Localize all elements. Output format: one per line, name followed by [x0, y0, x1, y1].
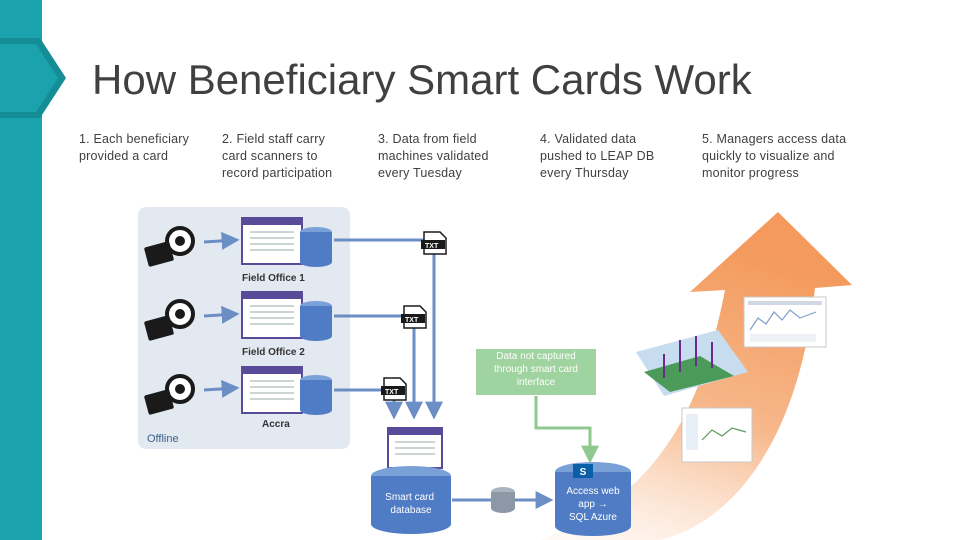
dashboard-thumbnail-1 — [743, 296, 827, 348]
callout-box — [476, 349, 596, 395]
svg-text:Smart card database: Smart card database — [385, 492, 437, 516]
svg-text:TXT: TXT — [425, 243, 439, 250]
card-scan-row-1 — [144, 226, 240, 267]
step-4-text: 4. Validated data pushed to LEAP DB ever… — [540, 132, 655, 180]
txt-file-icon-2: TXT — [401, 305, 427, 329]
access-app-line-3: SQL Azure — [569, 512, 617, 523]
svg-text:TXT: TXT — [385, 389, 399, 396]
smart-card-db-label: Smart card — [385, 492, 434, 503]
server-icon — [491, 487, 515, 513]
field-office-2-label: Field Office 2 — [242, 347, 305, 358]
field-office-1-station: Field Office 1 — [241, 217, 332, 284]
txt-file-icon-1: TXT — [421, 231, 447, 255]
callout-arrow — [534, 396, 599, 464]
step-2-text: 2. Field staff carry card scanners to re… — [222, 132, 333, 180]
card-scan-row-3 — [144, 374, 240, 415]
offline-label: Offline — [147, 433, 179, 445]
svg-text:TXT: TXT — [405, 317, 419, 324]
field-office-1-label: Field Office 1 — [242, 273, 305, 284]
smart-card-db-label-line-2: database — [390, 505, 432, 516]
accra-label: Accra — [262, 419, 290, 430]
dashboard-thumbnail-2 — [636, 330, 748, 396]
sharepoint-icon: S — [580, 467, 587, 478]
dashboard-thumbnail-3 — [681, 407, 753, 463]
step-5-text: 5. Managers access data quickly to visua… — [702, 132, 847, 180]
access-app-line-1: Access web — [566, 486, 620, 497]
chevron-decoration — [0, 38, 66, 118]
smart-card-database: Smart card database — [371, 427, 451, 534]
access-app-line-2: app → — [578, 499, 607, 510]
growth-arrow — [540, 212, 852, 540]
txt-file-icon-3: TXT — [381, 377, 407, 401]
slide-title: How Beneficiary Smart Cards Work — [92, 56, 752, 103]
card-scan-row-2 — [144, 299, 240, 341]
field-office-2-station: Field Office 2 — [241, 291, 332, 358]
step-3-text: 3. Data from field machines validated ev… — [378, 132, 489, 180]
callout-text: Data not captured through smart card int… — [494, 351, 578, 388]
accra-station: Accra — [241, 366, 332, 430]
access-web-app-database: S Access web app → SQL Azure — [555, 462, 631, 536]
step-1-text: 1. Each beneficiary provided a card — [79, 132, 190, 163]
